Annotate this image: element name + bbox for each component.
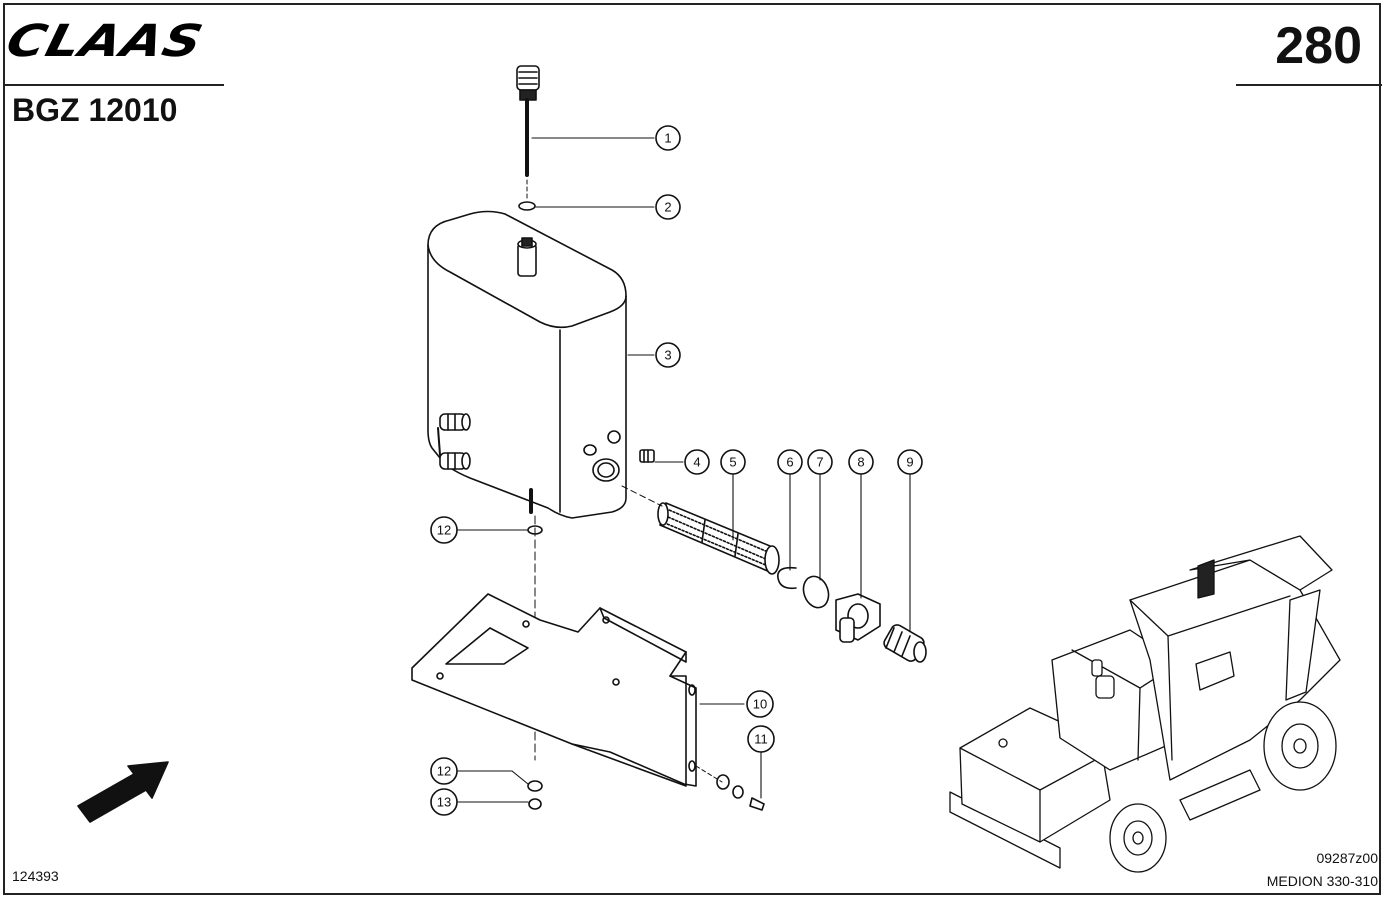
callout-8: 8 — [848, 449, 874, 475]
callout-10: 10 — [746, 690, 774, 718]
callout-9: 9 — [897, 449, 923, 475]
svg-text:3: 3 — [664, 348, 671, 363]
leader-lines — [456, 137, 911, 803]
direction-arrow-icon — [77, 761, 169, 823]
model-name: MEDION 330-310 — [1266, 873, 1378, 889]
callout-6: 6 — [777, 449, 803, 475]
o-ring — [802, 575, 830, 609]
svg-text:12: 12 — [437, 523, 451, 538]
callout-4: 4 — [684, 449, 710, 475]
svg-text:12: 12 — [437, 764, 451, 779]
svg-text:8: 8 — [857, 455, 864, 470]
hose-fitting-lower — [439, 452, 471, 470]
bracket — [411, 593, 697, 787]
callout-13: 13 — [430, 788, 458, 816]
drain-plug — [639, 449, 655, 463]
svg-text:5: 5 — [729, 455, 736, 470]
callout-5: 5 — [720, 449, 746, 475]
combine-harvester-illustration — [949, 535, 1341, 873]
tank — [427, 210, 627, 519]
seal-ring — [518, 201, 536, 211]
hose-fitting-upper — [439, 413, 471, 431]
callout-3: 3 — [655, 342, 681, 368]
callout-12-lower: 12 — [430, 757, 458, 785]
svg-text:1: 1 — [664, 131, 671, 146]
page-number: 280 — [1275, 17, 1362, 75]
bolt-set — [695, 765, 765, 811]
logo-rule — [4, 84, 224, 86]
svg-text:7: 7 — [816, 455, 823, 470]
drawing-number: 09287z00 — [1316, 850, 1378, 866]
svg-text:13: 13 — [437, 795, 451, 810]
svg-text:10: 10 — [753, 697, 767, 712]
svg-text:9: 9 — [906, 455, 913, 470]
sheet-id: 124393 — [12, 868, 59, 884]
callout-2: 2 — [655, 194, 681, 220]
callout-7: 7 — [807, 449, 833, 475]
filter-element — [657, 502, 780, 575]
pipe-fitting — [883, 624, 927, 663]
dipstick — [516, 65, 540, 177]
washer-lower — [527, 780, 543, 792]
page-rule — [1236, 84, 1382, 86]
sheet-border — [3, 3, 1381, 895]
front-wheel — [1109, 803, 1167, 873]
callouts: 1 2 3 4 5 6 7 8 9 10 11 12 12 13 — [430, 125, 923, 816]
nut — [528, 798, 542, 810]
svg-text:6: 6 — [786, 455, 793, 470]
bushing-nut — [835, 593, 881, 643]
svg-text:4: 4 — [693, 455, 700, 470]
callout-11: 11 — [747, 725, 775, 753]
rear-wheel — [1263, 701, 1337, 791]
assembly-code: BGZ 12010 — [12, 92, 178, 128]
svg-text:2: 2 — [664, 200, 671, 215]
svg-text:11: 11 — [754, 732, 768, 747]
callout-12-upper: 12 — [430, 516, 458, 544]
callout-1: 1 — [655, 125, 681, 151]
circlip — [777, 566, 797, 590]
